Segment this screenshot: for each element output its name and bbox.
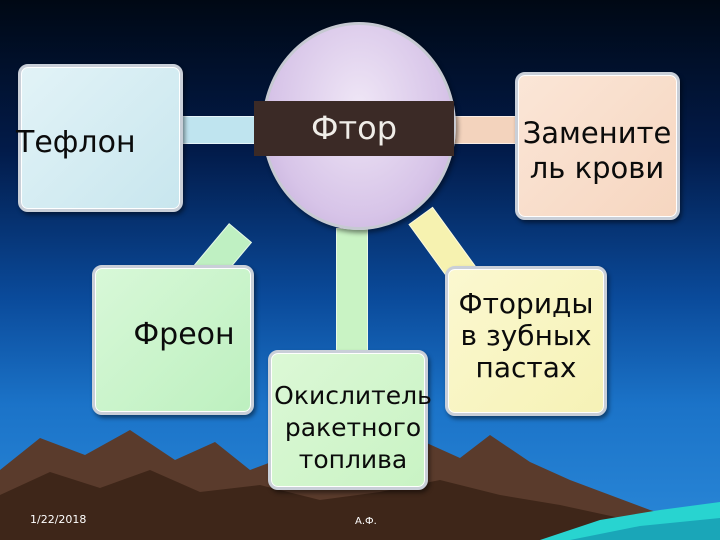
footer-author: А.Ф. [355,516,377,527]
teflon-label: Тефлон [16,125,136,160]
fluorides-box [445,266,607,416]
footer-date: 1/22/2018 [30,513,87,526]
blood-substitute-label: Заменитель крови [522,116,672,185]
teflon-box [18,64,183,212]
freon-box [92,265,254,415]
blood-substitute-box [515,72,680,220]
oxidizer-box [268,350,428,490]
oxidizer-label: Окислитель ракетного топлива [274,381,432,474]
freon-label: Фреон [133,317,235,352]
center-label: Фтор [254,101,454,156]
connector-blood-substitute [452,116,520,144]
connector-teflon [178,116,268,144]
connector-oxidizer [336,228,368,354]
fluorides-label: Фториды в зубных пастах [458,287,594,384]
